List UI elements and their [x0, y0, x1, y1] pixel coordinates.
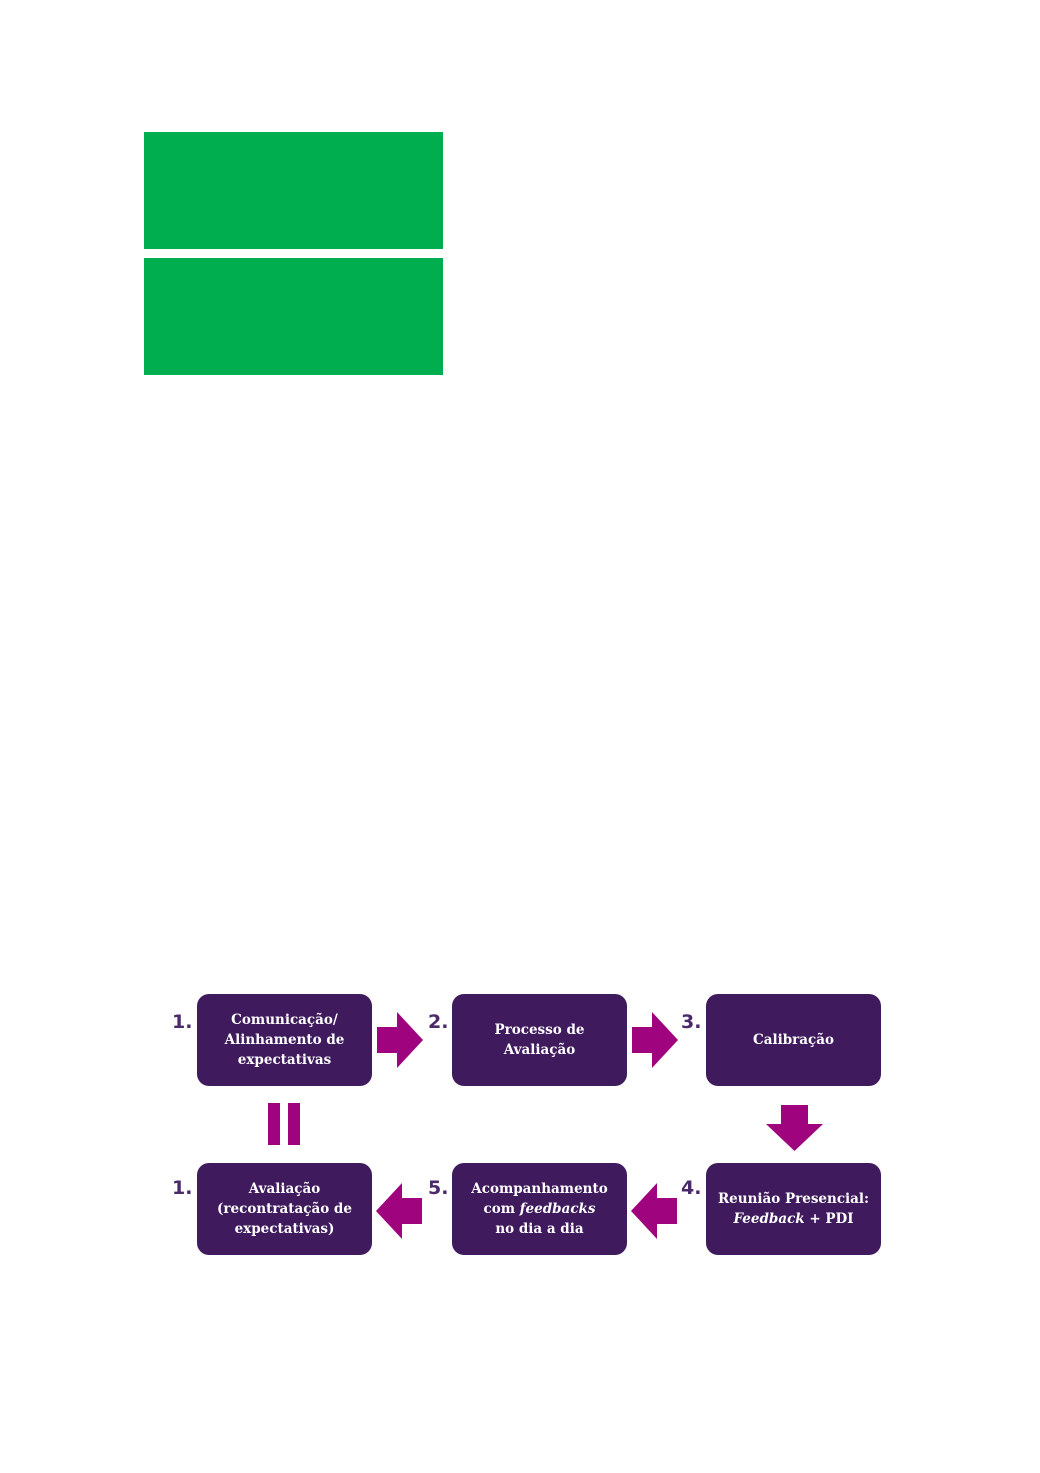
italic-term: Feedback: [733, 1211, 805, 1227]
step-number-4: 4.: [681, 1177, 702, 1199]
step-box-line-italic: com feedbacks: [471, 1199, 607, 1219]
green-block-top: [144, 132, 443, 249]
step-number-1-repeat: 1.: [172, 1177, 193, 1199]
step-box-calibracao: Calibração: [706, 994, 881, 1086]
equals-icon: [268, 1103, 300, 1145]
step-number-1: 1.: [172, 1011, 193, 1033]
step-box-line: Alinhamento de: [224, 1032, 345, 1048]
arrow-left-icon: [376, 1183, 422, 1239]
step-box-line: Reunião Presencial:: [717, 1191, 870, 1207]
step-box-processo-avaliacao: Processo de Avaliação: [452, 994, 627, 1086]
step-box-line-italic: Feedback + PDI: [718, 1209, 869, 1229]
step-box-line: Calibração: [752, 1032, 835, 1048]
arrow-right-icon: [632, 1012, 678, 1068]
step-box-line: Avaliação: [503, 1042, 576, 1058]
step-box-line: expectativas): [234, 1221, 335, 1237]
step-box-line: Processo de: [494, 1022, 585, 1038]
step-box-line: expectativas: [237, 1052, 332, 1068]
arrow-down-icon: [766, 1105, 823, 1151]
step-box-line: no dia a dia: [495, 1221, 584, 1237]
green-block-bottom: [144, 258, 443, 375]
step-box-line-prefix: com: [483, 1201, 520, 1217]
step-number-2: 2.: [428, 1011, 449, 1033]
arrow-left-icon: [631, 1183, 677, 1239]
arrow-right-icon: [377, 1012, 423, 1068]
step-box-line: (recontratação de: [217, 1201, 352, 1217]
step-number-5: 5.: [428, 1177, 449, 1199]
italic-term: feedbacks: [519, 1201, 596, 1217]
step-box-avaliacao: Avaliação (recontratação de expectativas…: [197, 1163, 372, 1255]
step-number-3: 3.: [681, 1011, 702, 1033]
step-box-line: Avaliação: [248, 1181, 321, 1197]
step-box-line: Acompanhamento: [471, 1181, 608, 1197]
step-box-line: Comunicação/: [231, 1012, 338, 1028]
step-box-reuniao-presencial: Reunião Presencial: Feedback + PDI: [706, 1163, 881, 1255]
step-box-line-rest: + PDI: [804, 1211, 854, 1227]
step-box-comunicacao: Comunicação/ Alinhamento de expectativas: [197, 994, 372, 1086]
step-box-acompanhamento: Acompanhamento com feedbacks no dia a di…: [452, 1163, 627, 1255]
